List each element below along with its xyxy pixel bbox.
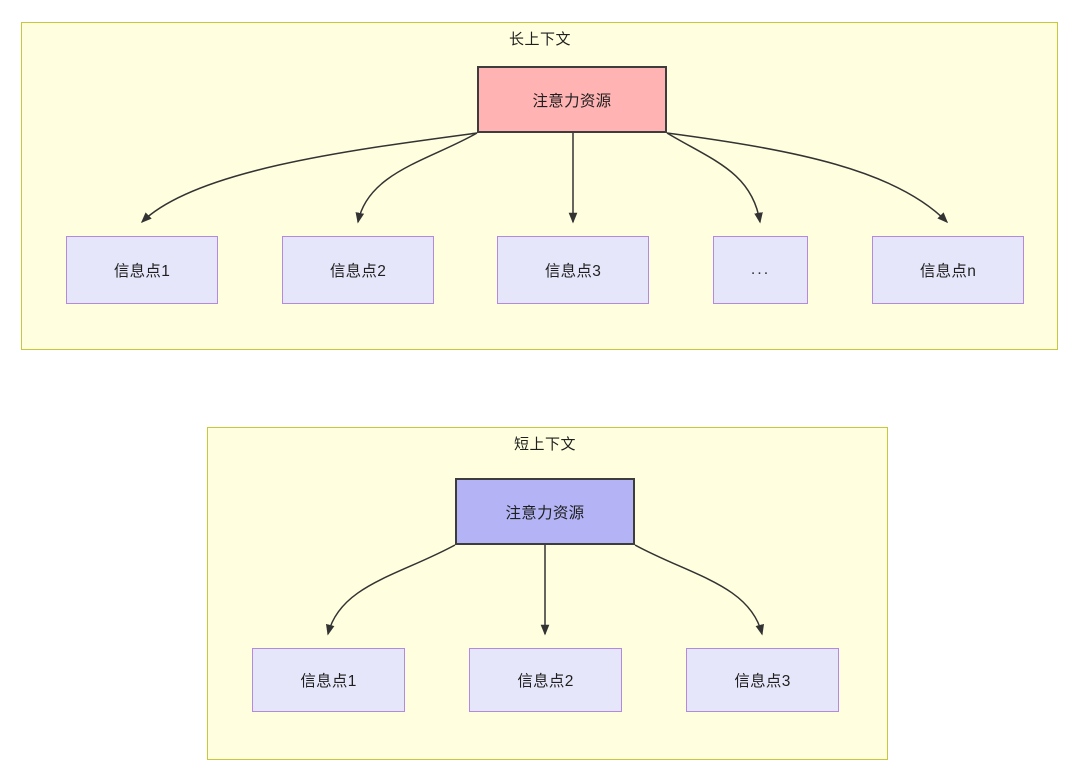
node-label: 信息点3 <box>544 263 602 280</box>
node-info-point-1-long[interactable]: 信息点1 <box>66 236 218 304</box>
node-info-point-3-short[interactable]: 信息点3 <box>686 648 839 712</box>
node-label: 信息点1 <box>113 263 171 280</box>
container-title-long-context: 长上下文 <box>508 31 571 48</box>
node-label: 信息点1 <box>300 673 357 690</box>
node-attention-resource-long[interactable]: 注意力资源 <box>477 66 667 133</box>
node-label: 注意力资源 <box>505 504 585 522</box>
node-label: 信息点2 <box>517 673 574 690</box>
node-info-point-2-long[interactable]: 信息点2 <box>282 236 434 304</box>
node-label: 注意力资源 <box>532 92 612 110</box>
node-attention-resource-short[interactable]: 注意力资源 <box>455 478 635 545</box>
node-info-point-2-short[interactable]: 信息点2 <box>469 648 622 712</box>
node-label: 信息点3 <box>734 673 791 690</box>
node-label: 信息点2 <box>329 263 387 280</box>
node-info-point-3-long[interactable]: 信息点3 <box>497 236 649 304</box>
node-label: ... <box>750 261 771 278</box>
node-info-point-1-short[interactable]: 信息点1 <box>252 648 405 712</box>
node-info-point-n-long[interactable]: 信息点n <box>872 236 1024 304</box>
node-info-point-ellipsis-long[interactable]: ... <box>713 236 808 304</box>
node-label: 信息点n <box>919 263 977 280</box>
container-title-short-context: 短上下文 <box>513 436 576 453</box>
